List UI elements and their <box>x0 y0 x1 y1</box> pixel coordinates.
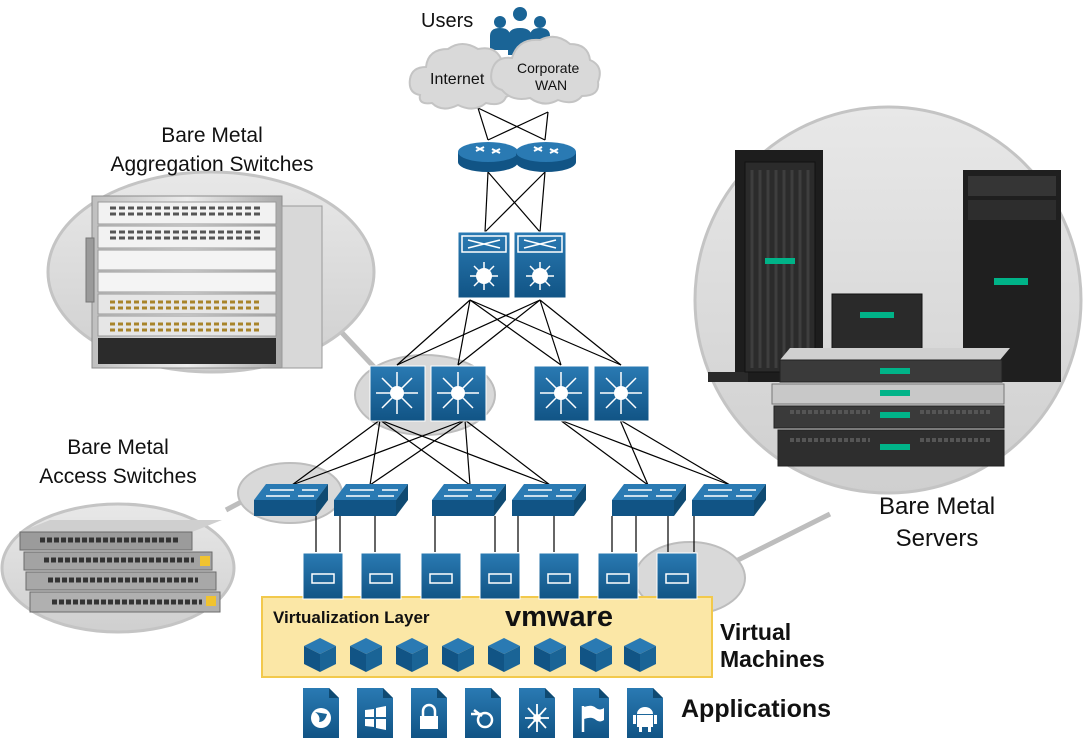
workgroup-switch-icon <box>334 484 408 516</box>
layer3-switch-icon <box>369 365 426 422</box>
layer3-switch-icon <box>593 365 650 422</box>
vm-cube-icon <box>442 638 474 672</box>
virtual-machines-label-line2: Machines <box>720 646 825 672</box>
corporate-wan-label-line2: WAN <box>535 77 567 93</box>
vm-cube-icon <box>534 638 566 672</box>
layer3-switch-icon <box>533 365 590 422</box>
server-icon <box>360 552 402 600</box>
corporate-wan-label-line1: Corporate <box>517 60 579 76</box>
server-icon <box>597 552 639 600</box>
users-group-icon <box>490 7 550 55</box>
lock-app-icon <box>411 688 447 738</box>
vm-cube-icon <box>488 638 520 672</box>
android-app-icon <box>627 688 663 738</box>
aggregation-switch-chassis-image <box>85 195 323 369</box>
vmware-logo: vmware <box>505 601 613 633</box>
vm-cube-icon <box>350 638 382 672</box>
users-label: Users <box>421 10 473 32</box>
access-switch-stack-image <box>19 520 222 613</box>
vm-cube-icon <box>624 638 656 672</box>
flag-app-icon <box>573 688 609 738</box>
vm-cube-icon <box>304 638 336 672</box>
server-icon <box>538 552 580 600</box>
applications-label: Applications <box>681 695 831 723</box>
access-label-line1: Bare Metal <box>67 436 169 459</box>
access-label-line2: Access Switches <box>39 465 197 488</box>
corporate-wan-cloud: Corporate WAN <box>490 35 601 105</box>
vm-cube-icon <box>580 638 612 672</box>
aggregation-label-line2: Aggregation Switches <box>110 153 313 176</box>
workgroup-switch-icon <box>432 484 506 516</box>
blender-app-icon <box>465 688 501 738</box>
virtualization-layer: Virtualization Layer vmware <box>261 596 713 678</box>
multilayer-switch-icon <box>513 231 567 299</box>
virtual-machines-label-line1: Virtual <box>720 619 791 645</box>
bare-metal-servers-image <box>708 150 1061 467</box>
workgroup-switch-icon <box>254 484 328 516</box>
server-icon <box>302 552 344 600</box>
multilayer-switch-icon <box>457 231 511 299</box>
workgroup-switch-icon <box>612 484 686 516</box>
application-icons <box>303 688 663 738</box>
server-icon <box>656 552 698 600</box>
servers-label-line2: Servers <box>896 525 979 552</box>
servers-label-line1: Bare Metal <box>879 493 995 520</box>
network-app-icon <box>519 688 555 738</box>
vm-cubes <box>304 638 656 672</box>
server-icon <box>420 552 462 600</box>
router-icon <box>458 142 518 172</box>
internet-label: Internet <box>430 71 485 88</box>
server-icon <box>479 552 521 600</box>
internet-cloud: Internet <box>408 43 517 110</box>
layer3-switch-icon <box>430 365 487 422</box>
globe-app-icon <box>303 688 339 738</box>
router-icon <box>516 142 576 172</box>
workgroup-switch-icon <box>692 484 766 516</box>
workgroup-switch-icon <box>512 484 586 516</box>
topology-links <box>291 107 731 552</box>
aggregation-label-line1: Bare Metal <box>161 124 263 147</box>
vm-cube-icon <box>396 638 428 672</box>
virtualization-layer-label: Virtualization Layer <box>273 608 430 627</box>
windows-app-icon <box>357 688 393 738</box>
